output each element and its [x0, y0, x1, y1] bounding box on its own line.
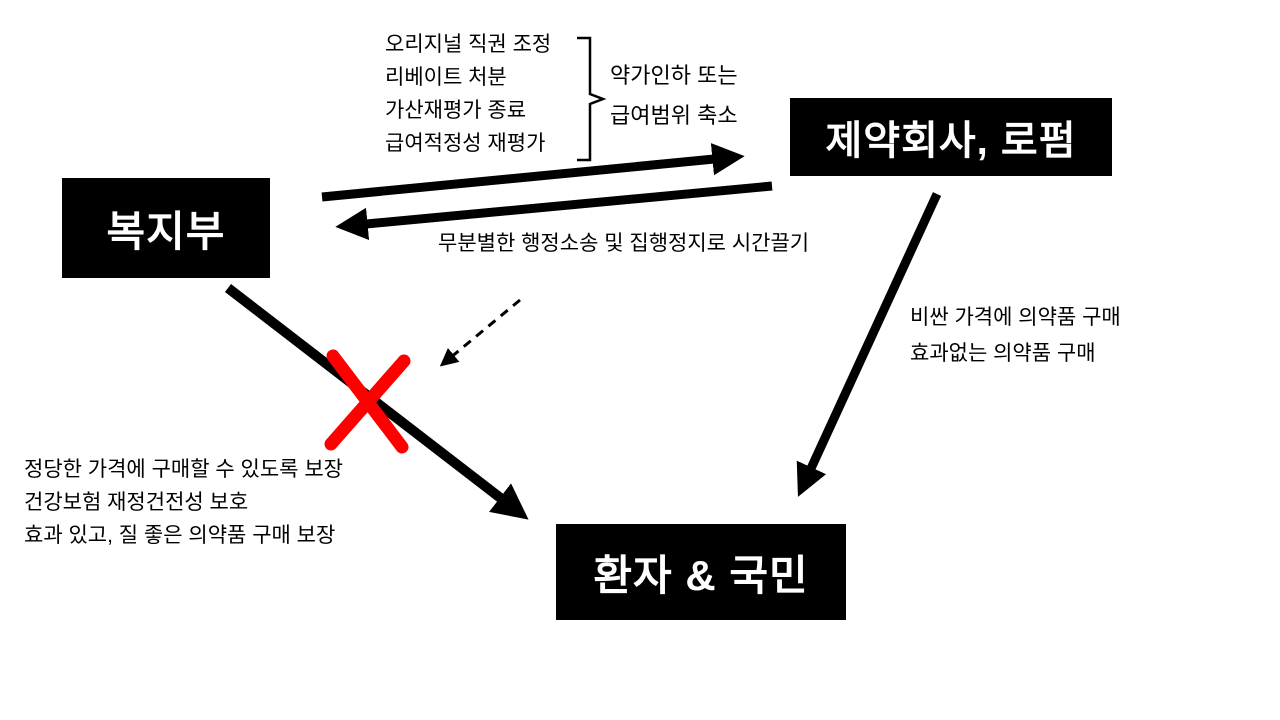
blocked-cross-stroke-2 — [324, 354, 411, 451]
node-pharma-lawfirm: 제약회사, 로펌 — [790, 98, 1112, 176]
pharma-to-patients-notes: 비싼 가격에 의약품 구매 효과없는 의약품 구매 — [910, 300, 1121, 372]
ministry-goal-line: 효과 있고, 질 좋은 의약품 구매 보장 — [24, 524, 336, 547]
node-patients-citizens: 환자 & 국민 — [556, 524, 846, 620]
measures-item: 급여적정성 재평가 — [385, 132, 546, 155]
brace-result-label: 약가인하 또는 급여범위 축소 — [610, 56, 738, 136]
arrow-pharma-to-ministry — [335, 181, 773, 241]
arrow-ministry-to-pharma — [321, 143, 745, 202]
node-ministry: 복지부 — [62, 178, 270, 278]
litigation-label: 무분별한 행정소송 및 집행정지로 시간끌기 — [438, 232, 810, 255]
brace-result-line: 급여범위 축소 — [610, 103, 738, 128]
pharma-to-patients-note-line: 효과없는 의약품 구매 — [910, 342, 1096, 365]
pharma-to-patients-note-line: 비싼 가격에 의약품 구매 — [910, 306, 1121, 329]
arrow-pharma-to-patients — [796, 192, 942, 497]
measures-item: 오리지널 직권 조정 — [385, 33, 552, 56]
ministry-goal-line: 건강보험 재정건전성 보호 — [24, 491, 249, 514]
brace-result-line: 약가인하 또는 — [610, 63, 738, 88]
ministry-to-patients-notes: 정당한 가격에 구매할 수 있도록 보장 건강보험 재정건전성 보호 효과 있고… — [24, 453, 343, 552]
dashed-pointer-arrow — [439, 298, 521, 367]
ministry-goal-line: 정당한 가격에 구매할 수 있도록 보장 — [24, 458, 343, 481]
grouping-brace — [577, 36, 607, 162]
measures-item: 가산재평가 종료 — [385, 99, 527, 122]
measures-list: 오리지널 직권 조정 리베이트 처분 가산재평가 종료 급여적정성 재평가 — [385, 28, 551, 160]
measures-item: 리베이트 처분 — [385, 66, 507, 89]
